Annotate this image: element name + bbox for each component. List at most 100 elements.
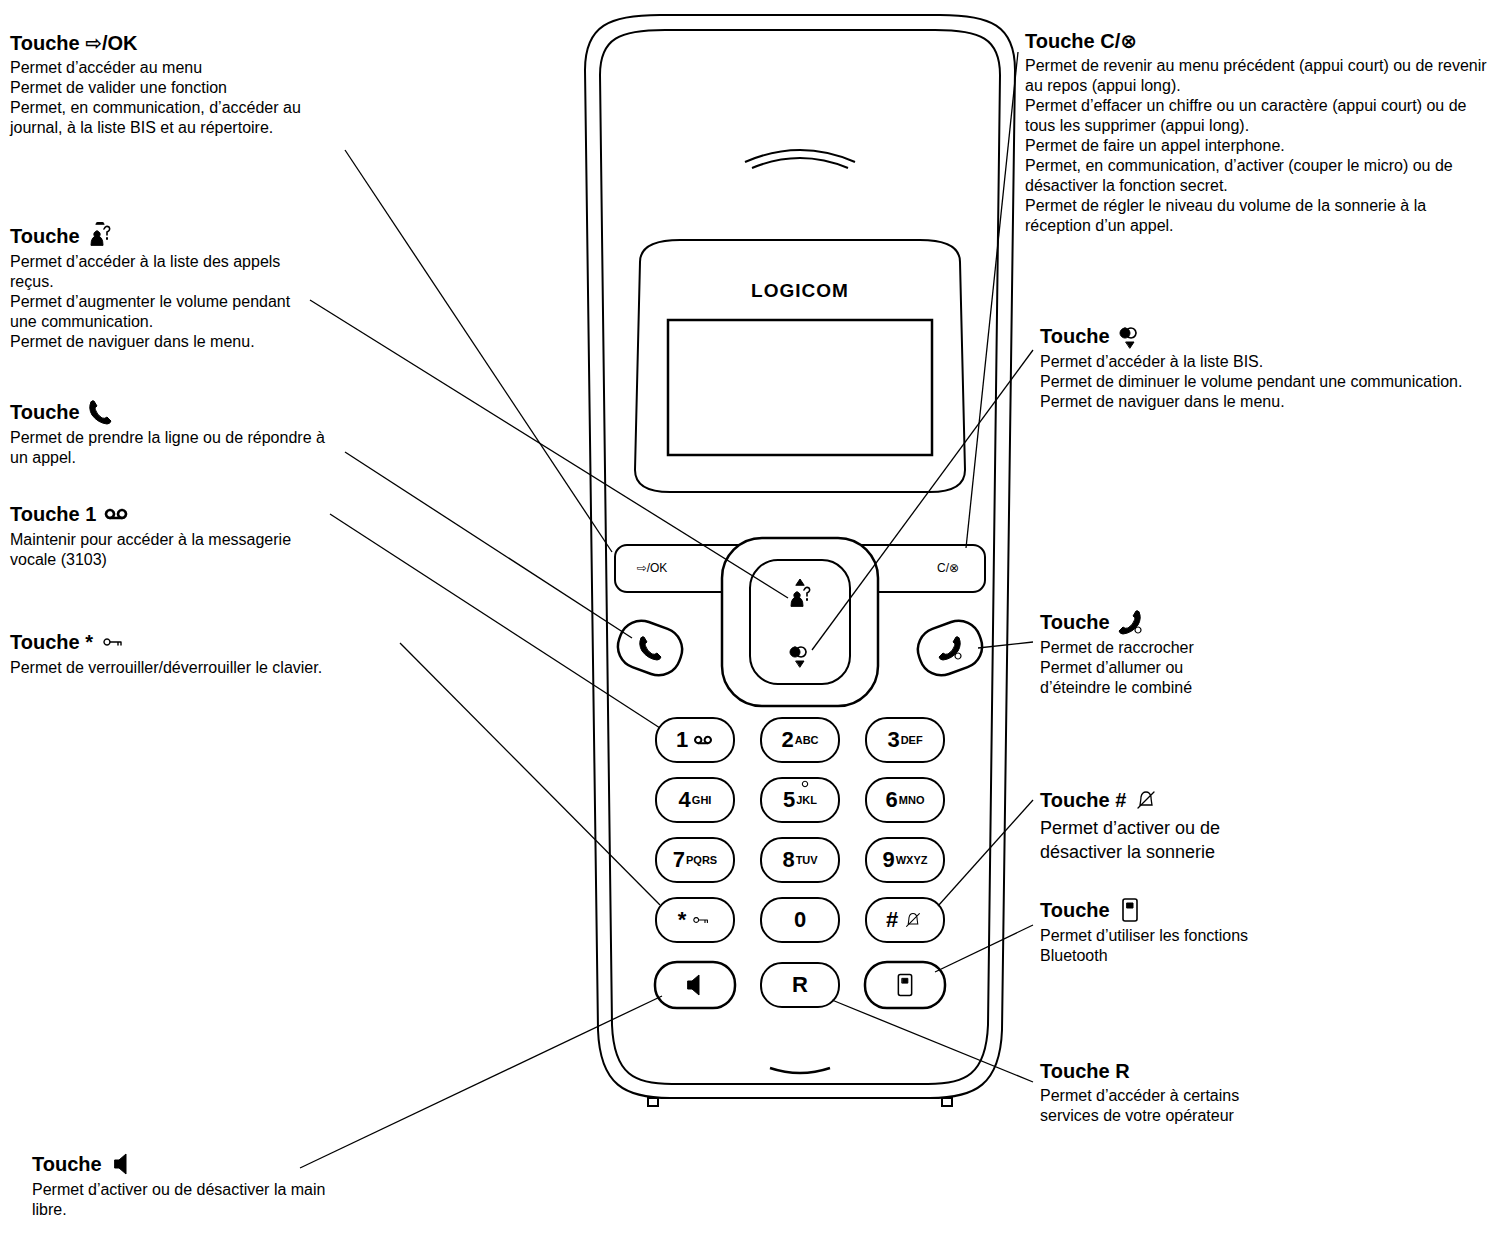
callout-heading-row: Touche — [1040, 896, 1260, 924]
bt-stroke — [898, 975, 911, 996]
vm-glyph — [106, 510, 126, 518]
end-glyph — [1119, 611, 1141, 634]
key-stroke — [110, 642, 121, 645]
callout-text: Permet d’effacer un chiffre ou un caract… — [1025, 96, 1487, 136]
outer-shell — [585, 15, 1015, 1098]
callout: Touche RPermet d’accéder à certains serv… — [1040, 1058, 1250, 1126]
callout-icon — [1116, 608, 1144, 636]
callout-text: Permet d’utiliser les fonctions Bluetoot… — [1040, 926, 1260, 966]
key-letters: MNO — [899, 794, 925, 806]
callout-text: Permet de verrouiller/déverrouiller le c… — [10, 658, 430, 678]
callout: Touche * Permet de verrouiller/déverrouil… — [10, 628, 430, 678]
callout-title: Touche R — [1040, 1058, 1130, 1084]
bell-glyph — [907, 914, 920, 927]
callout-text: Permet d’accéder à la liste des appels r… — [10, 252, 310, 292]
leader-line — [812, 350, 1033, 650]
keypad-key: 6MNO — [865, 777, 945, 823]
microphone-slot — [770, 1068, 830, 1073]
keypad-key: 2ABC — [760, 717, 840, 763]
spk-icon — [115, 1154, 126, 1174]
who-stroke — [104, 226, 110, 235]
bell-stroke — [1140, 792, 1152, 805]
callout-text: Permet d’accéder à la liste BIS. — [1040, 352, 1480, 372]
keypad-key: R — [760, 962, 840, 1008]
bt-icon — [1123, 899, 1137, 921]
key-letters: WXYZ — [896, 854, 928, 866]
spk-glyph — [688, 975, 699, 995]
call-icon — [640, 637, 661, 660]
key-icons — [640, 579, 961, 995]
callout-title: Touche * — [10, 629, 93, 655]
key-letters: DEF — [901, 734, 923, 746]
soft-key: ⇨/OK — [633, 553, 672, 583]
key-label: # — [886, 907, 898, 933]
who-stroke — [796, 579, 804, 585]
bell-stroke — [1138, 792, 1154, 808]
key-label: 8 — [782, 847, 794, 873]
vm-stroke — [698, 742, 708, 744]
who-glyph — [791, 579, 810, 606]
callout-title: Touche — [1040, 609, 1110, 635]
key-stroke — [699, 920, 708, 922]
callout-title: Touche 1 — [10, 501, 96, 527]
leader-lines — [300, 52, 1033, 1168]
callout: TouchePermet d’accéder à la liste BIS.Pe… — [1040, 322, 1480, 412]
spk-stroke — [688, 975, 699, 995]
key-label: 7 — [673, 847, 685, 873]
bis-glyph — [790, 647, 806, 667]
spk-glyph — [115, 1154, 126, 1174]
key-label: 9 — [882, 847, 894, 873]
callout-text: Permet d’accéder à certains services de … — [1040, 1086, 1250, 1126]
inner-bezel — [600, 30, 1000, 1084]
keypad-key: 0 — [760, 897, 840, 943]
callout: Touche C/⊗Permet de revenir au menu préc… — [1025, 28, 1487, 236]
leader-line — [330, 514, 660, 728]
call-icon — [89, 401, 110, 424]
key-letters: ABC — [795, 734, 819, 746]
dot-icon — [802, 781, 807, 786]
callout-text: Permet de raccrocher — [1040, 638, 1240, 658]
callout-title: Touche C/⊗ — [1025, 28, 1137, 54]
callout: TouchePermet d’activer ou de désactiver … — [32, 1150, 332, 1220]
key-glyph — [694, 918, 708, 923]
callout: Touche #Permet d’activer ou de désactive… — [1040, 786, 1300, 864]
callout-heading-row: Touche C/⊗ — [1025, 28, 1487, 54]
callout-text: Permet de valider une fonction — [10, 78, 340, 98]
soft-key: C/⊗ — [933, 553, 964, 583]
spk-stroke — [115, 1154, 126, 1174]
end-stroke — [955, 653, 961, 659]
who-stroke — [791, 597, 803, 606]
key-glyph — [104, 639, 121, 645]
who-icon — [791, 579, 810, 606]
callout-text: Permet de naviguer dans le menu. — [10, 332, 310, 352]
callout: TouchePermet d’accéder à la liste des ap… — [10, 222, 310, 352]
bis-stroke — [796, 661, 804, 667]
dot-stroke — [802, 781, 807, 786]
callout-text: Permet de revenir au menu précédent (app… — [1025, 56, 1487, 96]
nav-key — [722, 538, 878, 706]
call-stroke — [640, 637, 661, 660]
screen-frame — [635, 240, 965, 492]
key-icon — [104, 639, 121, 645]
end-icon — [1119, 611, 1141, 634]
callout-heading-row: Touche — [1040, 608, 1240, 636]
key-label: 6 — [886, 787, 898, 813]
who-glyph — [91, 222, 110, 245]
key-letters: GHI — [692, 794, 712, 806]
callout-title: Touche — [10, 399, 80, 425]
key-stroke — [694, 918, 699, 923]
keypad-key: # — [865, 897, 945, 943]
vm-icon — [695, 737, 711, 743]
bt-glyph — [898, 975, 911, 996]
keypad-key: 9WXYZ — [865, 837, 945, 883]
end-glyph — [939, 637, 961, 660]
bell-icon — [907, 914, 920, 927]
bell-glyph — [1138, 792, 1154, 808]
call-key — [612, 615, 689, 682]
leader-line — [938, 800, 1033, 906]
handset-body — [585, 15, 1015, 1106]
callout-text: Permet d’accéder au menu — [10, 58, 340, 78]
bell-icon — [1138, 792, 1154, 808]
call-glyph — [640, 637, 661, 660]
who-stroke — [804, 587, 810, 596]
